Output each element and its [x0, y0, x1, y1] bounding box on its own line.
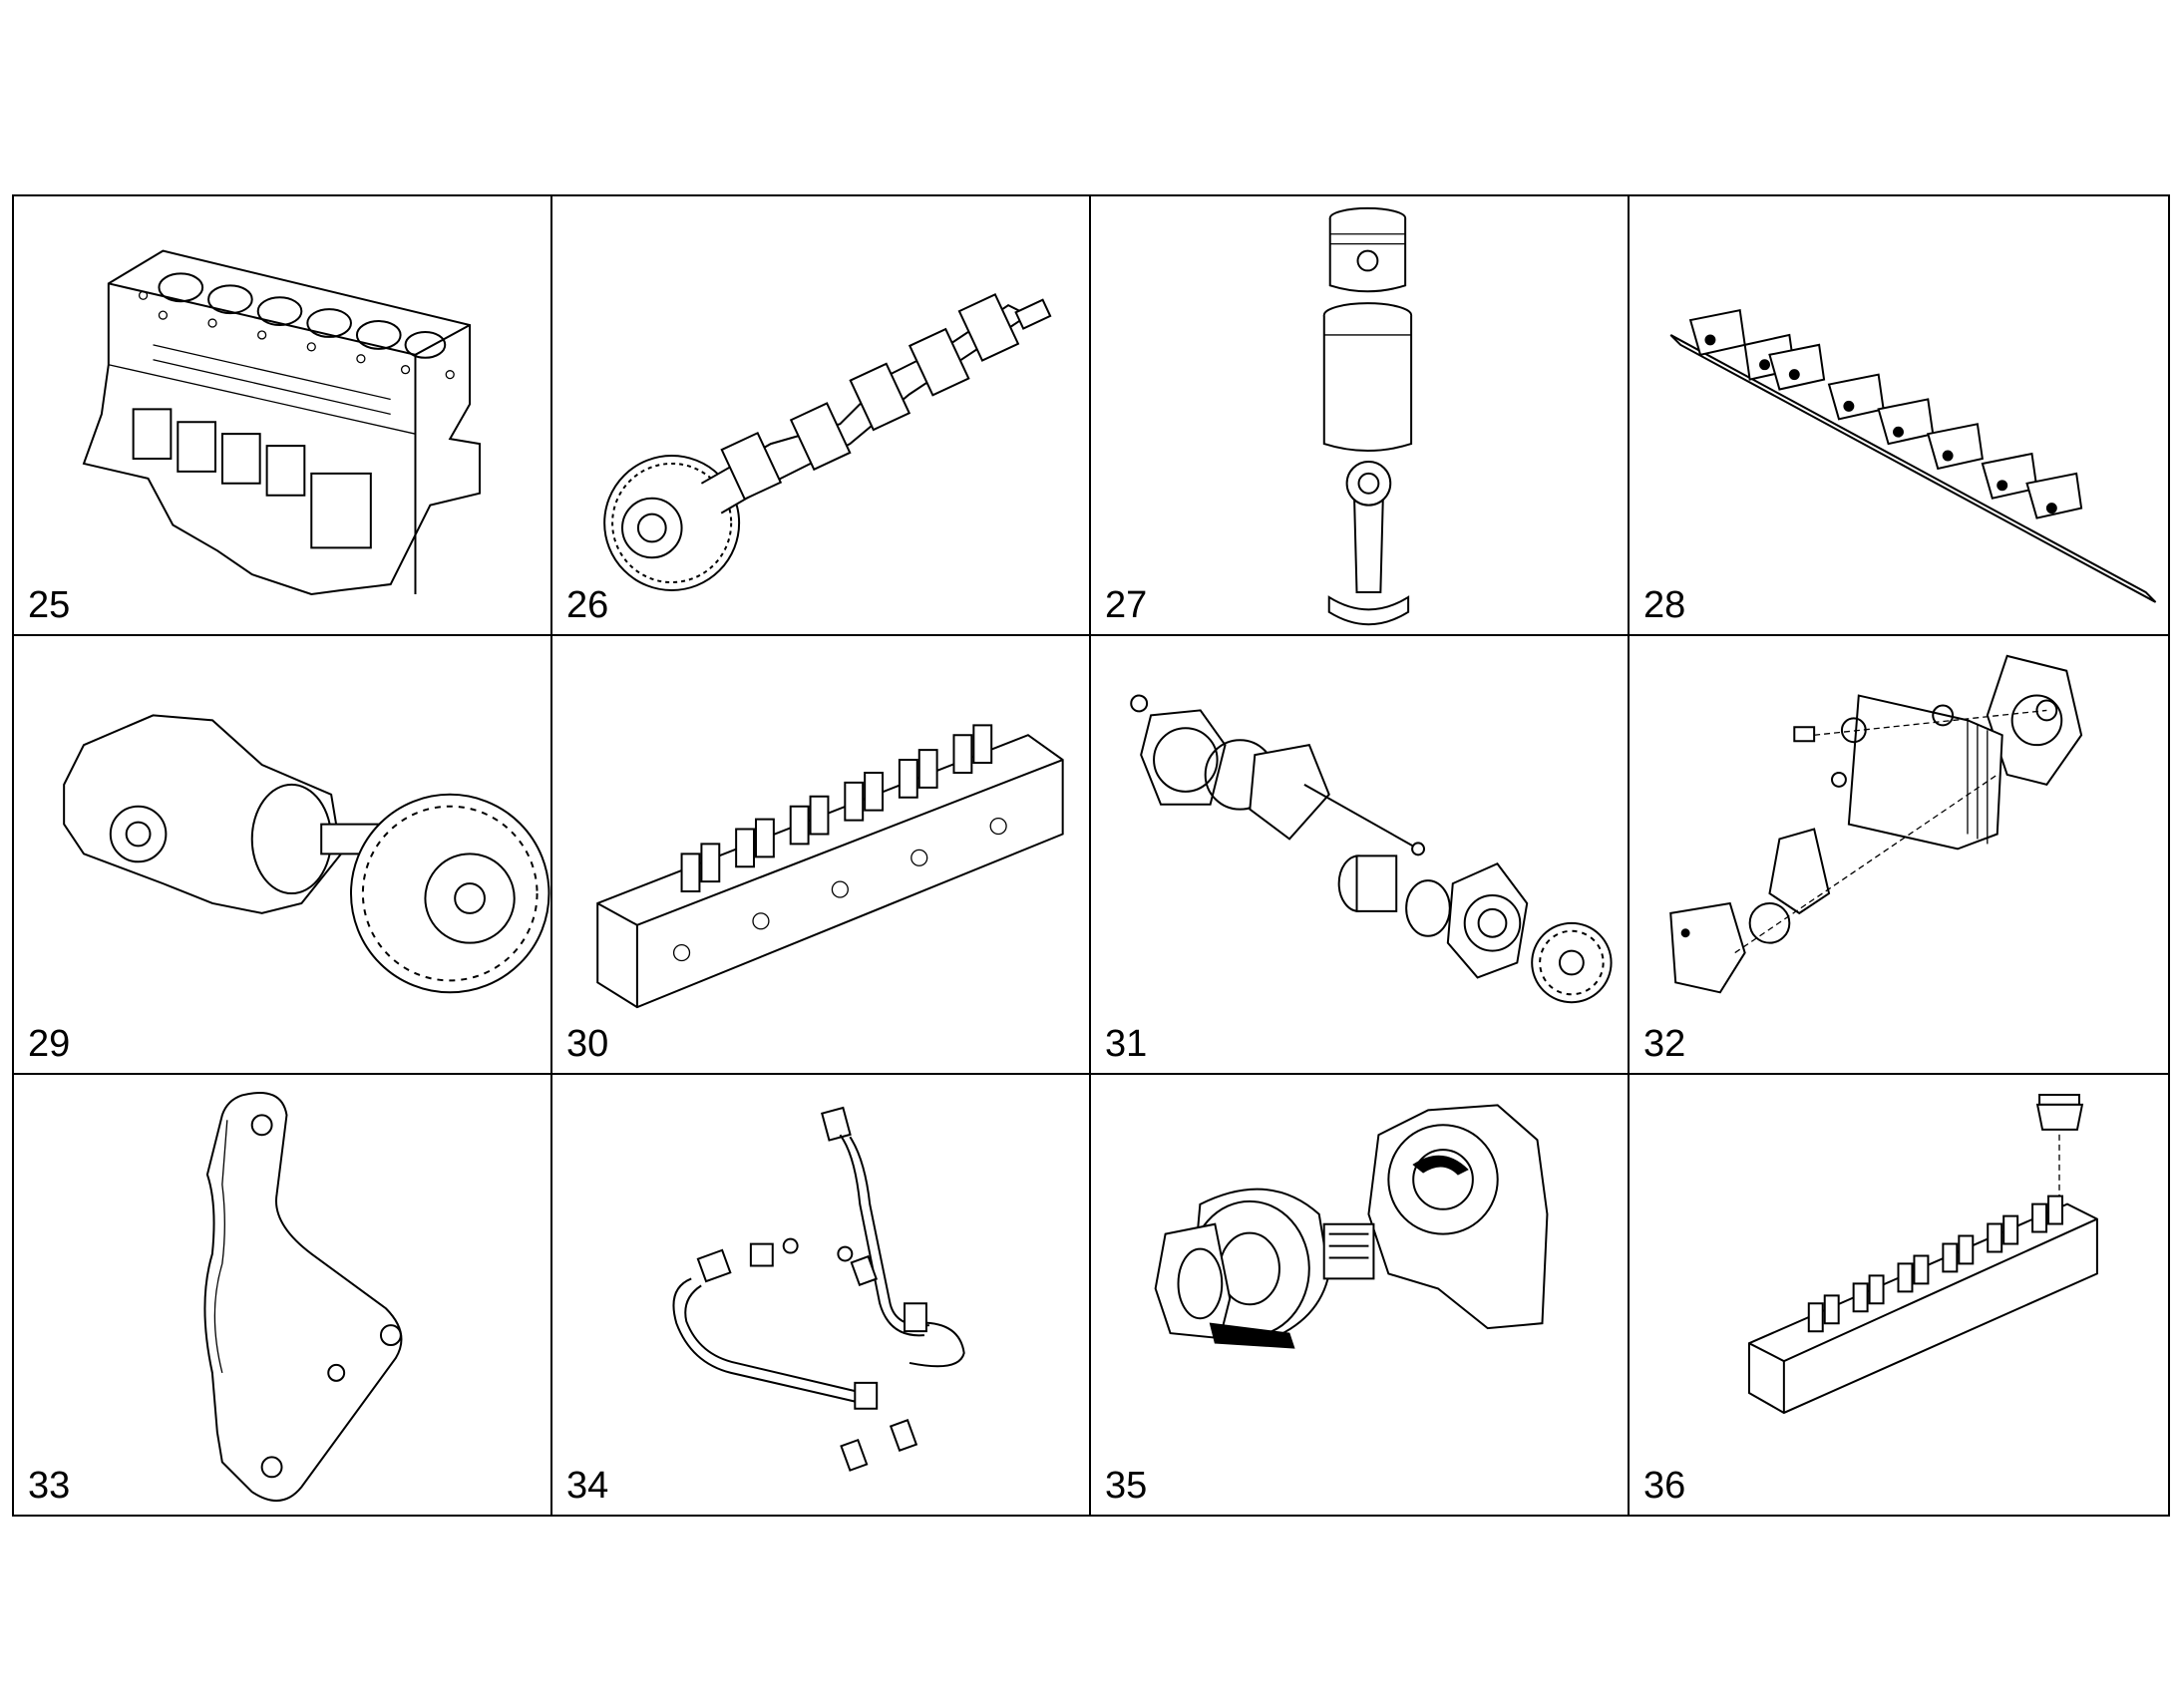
part-number: 28 [1643, 583, 1686, 626]
oil-cooler-exploded-icon [1630, 636, 2168, 1074]
part-cell-28[interactable]: 28 [1630, 196, 2168, 636]
part-number: 27 [1105, 583, 1148, 626]
part-cell-29[interactable]: 29 [14, 635, 552, 1076]
pipe-fittings-icon [552, 1075, 1089, 1515]
bracket-icon [14, 1075, 550, 1515]
gear-pump-icon [14, 636, 550, 1074]
part-number: 30 [566, 1023, 609, 1066]
part-number: 29 [28, 1023, 71, 1066]
part-number: 34 [566, 1464, 609, 1507]
part-cell-35[interactable]: 35 [1091, 1075, 1630, 1515]
part-cell-26[interactable]: 26 [552, 196, 1091, 636]
part-cell-36[interactable]: 36 [1630, 1075, 2168, 1515]
part-cell-34[interactable]: 34 [552, 1075, 1091, 1515]
part-cell-27[interactable]: 27 [1091, 196, 1630, 636]
part-number: 26 [566, 583, 609, 626]
part-number: 31 [1105, 1023, 1148, 1066]
turbocharger-icon [1091, 1075, 1628, 1515]
crankshaft-icon [552, 196, 1089, 634]
cylinder-head-icon [552, 636, 1089, 1074]
part-cell-30[interactable]: 30 [552, 635, 1091, 1076]
part-number: 25 [28, 583, 71, 626]
engine-block-icon [14, 196, 550, 634]
part-cell-25[interactable]: 25 [14, 196, 552, 636]
water-pump-exploded-icon [1091, 636, 1628, 1074]
part-cell-33[interactable]: 33 [14, 1075, 552, 1515]
part-number: 36 [1643, 1464, 1686, 1507]
cylinder-head-with-cap-icon [1630, 1075, 2168, 1515]
part-number: 33 [28, 1464, 71, 1507]
parts-grid: 25 26 [12, 194, 2170, 1517]
piston-liner-rod-icon [1091, 196, 1628, 634]
rocker-shaft-icon [1630, 196, 2168, 634]
part-number: 32 [1643, 1023, 1686, 1066]
part-number: 35 [1105, 1464, 1148, 1507]
part-cell-32[interactable]: 32 [1630, 636, 2168, 1076]
part-cell-31[interactable]: 31 [1091, 635, 1630, 1076]
